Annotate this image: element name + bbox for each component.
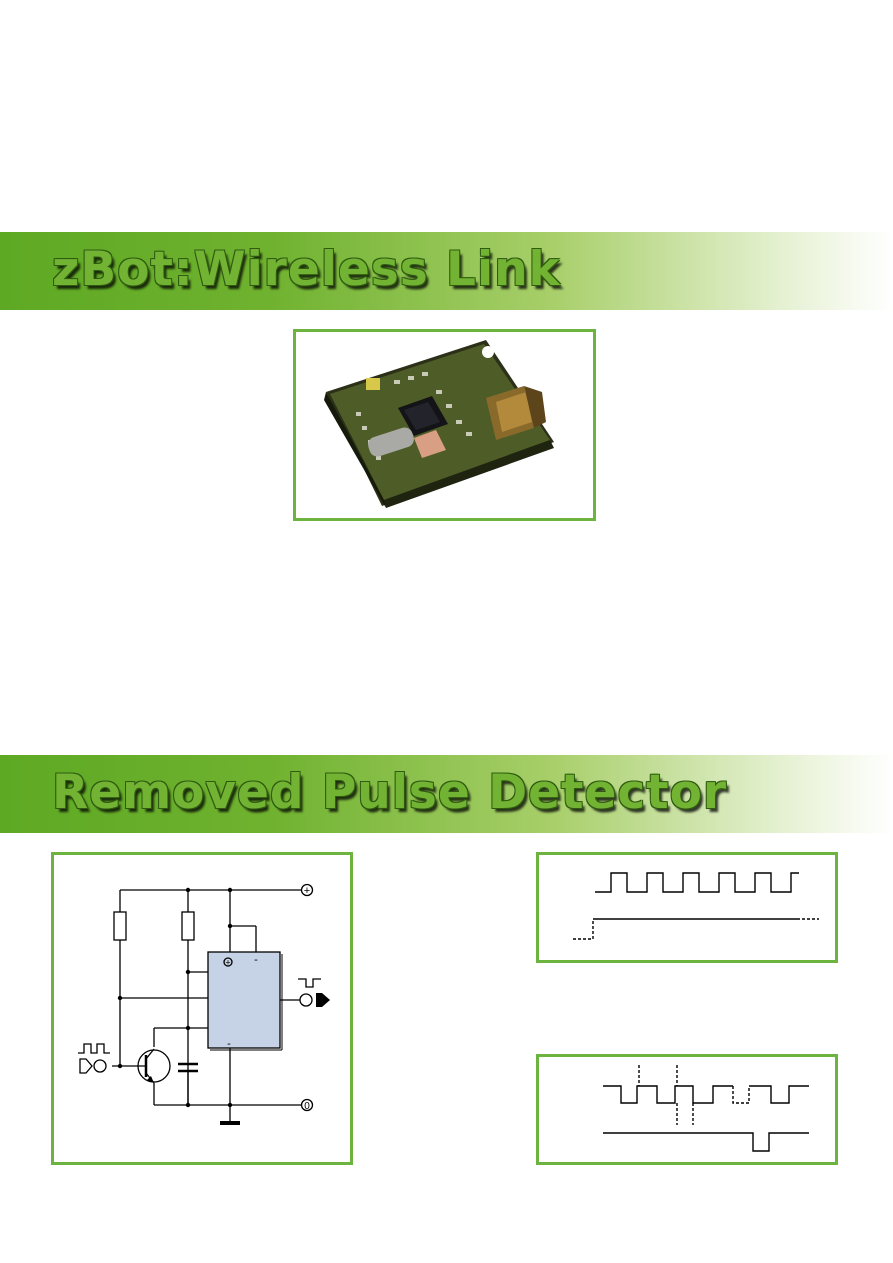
- pulse-train-waveform: [573, 872, 819, 940]
- chip-plus-pin-label: +: [225, 958, 230, 968]
- timing-diagram-bottom-frame: [536, 1054, 838, 1165]
- resistor-icon: [181, 911, 195, 941]
- output-terminal: [299, 993, 313, 1007]
- ground-icon: [220, 1121, 240, 1125]
- supply-terminal: [300, 883, 314, 897]
- section-title: zBot:Wireless Link: [52, 242, 561, 297]
- chip-minus-pin-top-label: -: [254, 954, 258, 966]
- resistor-icon: [113, 911, 127, 941]
- ic-chip-icon: [207, 951, 281, 1049]
- input-terminal: [93, 1059, 107, 1073]
- section-title: Removed Pulse Detector: [52, 765, 728, 820]
- supply-terminal-label: +: [304, 885, 310, 897]
- pulse-input-icon: [79, 1058, 93, 1074]
- chip-plus-pin: [223, 957, 233, 967]
- output-arrow-icon: [316, 993, 330, 1007]
- ground-terminal: [300, 1098, 314, 1112]
- removed-pulse-detector-schematic: + + - -: [78, 883, 330, 1125]
- wireless-module-photo: [324, 340, 554, 508]
- section-banner-pulse-detector: Removed Pulse Detector: [0, 755, 893, 833]
- module-photo-frame: [293, 329, 596, 521]
- chip-minus-pin-bottom-label: -: [227, 1038, 231, 1050]
- output-pulse-icon: [298, 978, 321, 988]
- missing-pulse-waveform: [603, 1065, 809, 1152]
- ground-terminal-label: 0: [304, 1101, 310, 1112]
- schematic-frame: + + - -: [51, 852, 353, 1165]
- timing-diagram-top-frame: [536, 852, 838, 963]
- section-banner-wireless: zBot:Wireless Link: [0, 232, 893, 310]
